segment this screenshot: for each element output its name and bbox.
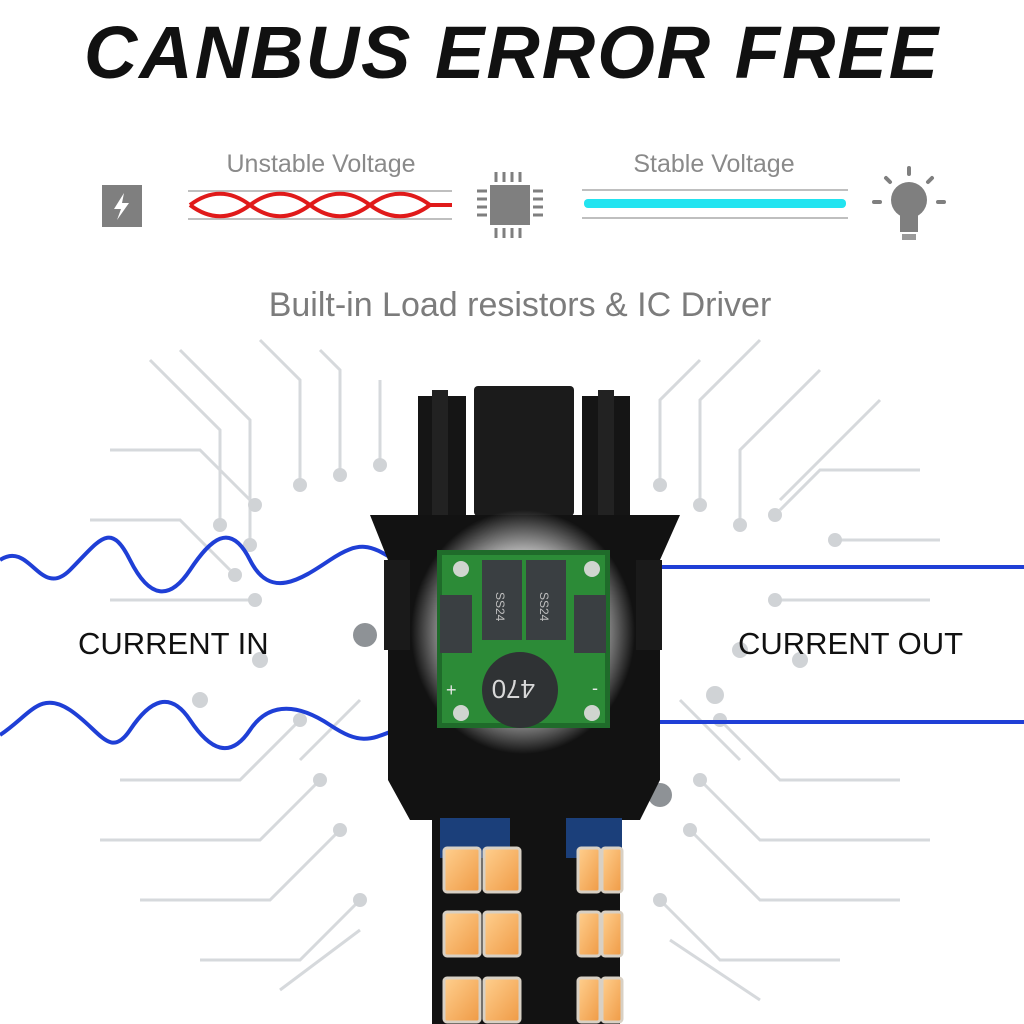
current-out-label: CURRENT OUT: [738, 626, 964, 661]
subtitle: Built-in Load resistors & IC Driver: [268, 286, 772, 324]
stable-voltage-line: [582, 189, 848, 219]
headline: CANBUS ERROR FREE: [83, 11, 941, 94]
plus-marking: +: [446, 680, 457, 700]
current-out-lines: [640, 565, 1024, 724]
stable-voltage-label: Stable Voltage: [633, 150, 795, 178]
led-chip: [442, 846, 624, 1024]
light-bulb-icon: [872, 166, 946, 240]
minus-marking: -: [592, 678, 598, 698]
circuit-background: [90, 338, 940, 1002]
diode-marking-2: SS24: [537, 592, 551, 622]
unstable-voltage-label: Unstable Voltage: [226, 150, 416, 178]
led-shaft: [432, 818, 624, 1024]
current-in-label: CURRENT IN: [78, 626, 269, 661]
inductor-marking: 470: [492, 674, 535, 704]
current-in-waves: [0, 535, 397, 751]
power-bolt-icon: [102, 185, 142, 227]
pcb-driver-board: 470 SS24 SS24 + -: [437, 550, 610, 728]
unstable-voltage-line: [188, 190, 452, 220]
diode-marking-1: SS24: [493, 592, 507, 622]
chip-icon: [477, 172, 543, 238]
